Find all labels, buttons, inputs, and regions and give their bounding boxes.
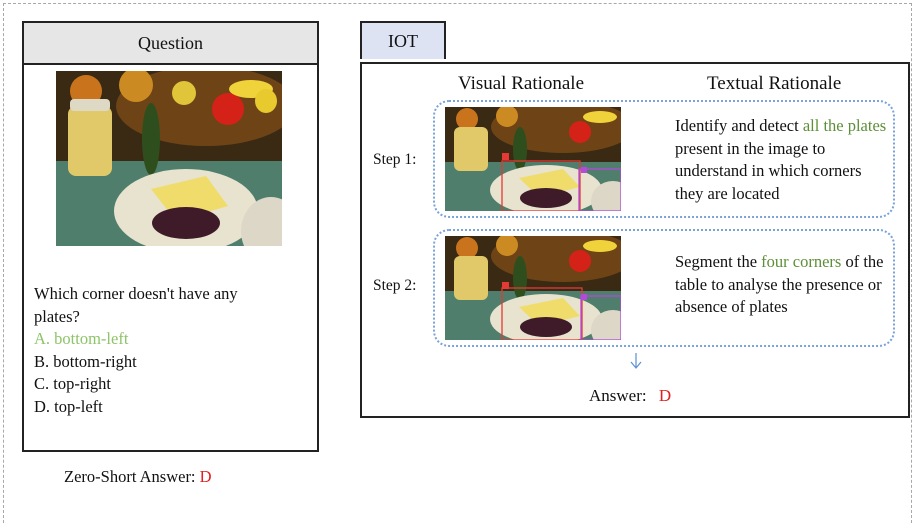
iot-answer-label: Answer: [589,386,647,405]
iot-answer-value: D [658,386,672,405]
option-b: B. bottom-right [34,351,137,371]
zero-shot-value: D [199,467,212,486]
step-1-text: Identify and detect all the plates prese… [675,115,890,205]
textual-rationale-header: Textual Rationale [707,73,842,94]
step-2-text: Segment the four corners of the table to… [675,251,890,319]
step-2-text-after: of the table to analyse the presence or … [675,252,884,316]
iot-tab: IOT [360,21,446,59]
food-table-photo [56,71,282,246]
option-c: C. top-right [34,374,111,393]
question-line-1: Which corner doesn't have any [34,284,238,303]
visual-rationale-header: Visual Rationale [458,73,585,94]
question-header-label: Question [138,32,203,53]
question-panel: Question Which corner doesn't have any p… [22,21,319,452]
question-header: Question [24,23,317,65]
option-a: A. bottom-left [34,329,129,348]
step-1-text-after: present in the image to understand in wh… [675,138,862,203]
step-2-label: Step 2: [373,277,417,294]
step-2-box: Segment the four corners of the table to… [433,229,895,347]
step-1-detection-image [445,107,621,211]
step-2-segmentation-image [445,236,621,340]
step-1-text-before: Identify and detect [675,116,803,135]
step-2-text-before: Segment the [675,252,762,271]
iot-tab-label: IOT [388,30,418,51]
arrow-down-icon [626,352,646,372]
iot-panel: Visual Rationale Textual Rationale Step … [360,62,910,418]
question-text-block: Which corner doesn't have any plates? A.… [34,283,304,418]
iot-answer: Answer: D [589,386,671,406]
zero-shot-label: Zero-Short Answer: [64,467,196,486]
step-1-label: Step 1: [373,151,417,168]
step-2-highlight: four corners [761,252,842,271]
zero-shot-answer: Zero-Short Answer: D [64,467,212,487]
option-d: D. top-left [34,396,103,416]
question-line-2: plates? [34,306,80,326]
step-1-box: Identify and detect all the plates prese… [433,100,895,218]
outer-dashed-frame [3,3,912,523]
step-1-highlight: all the plates [802,116,887,135]
